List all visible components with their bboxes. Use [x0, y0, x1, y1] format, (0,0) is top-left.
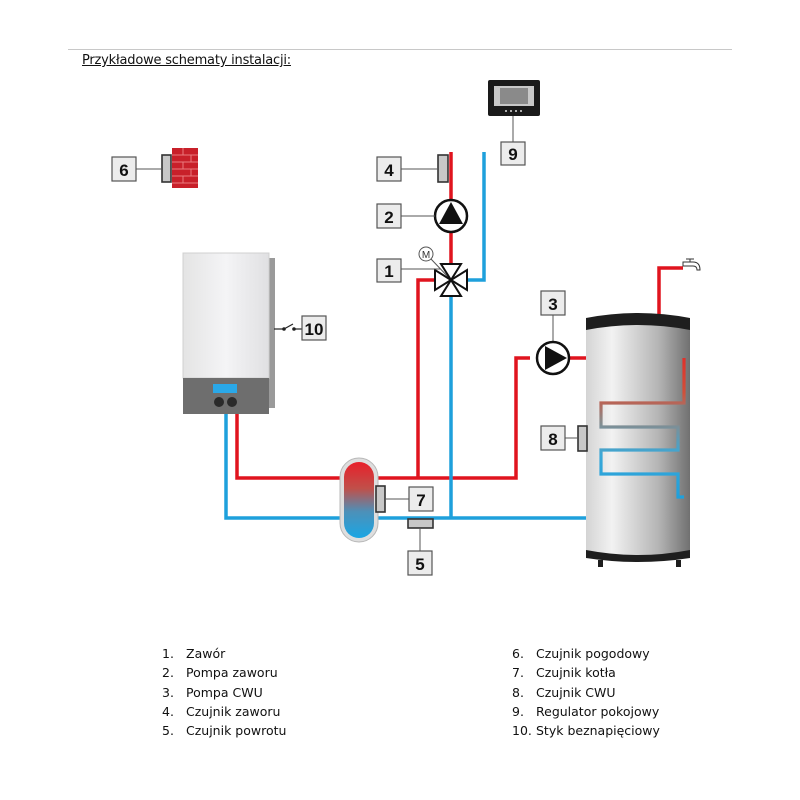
svg-text:5: 5 — [415, 555, 424, 574]
boiler-supply-pipe — [235, 356, 530, 480]
legend-item: 8.Czujnik CWU — [512, 685, 660, 704]
dhw-tank — [586, 313, 690, 567]
voltage-free-contact — [274, 323, 302, 331]
legend-text: Pompa CWU — [186, 684, 263, 700]
legend-text: Pompa zaworu — [186, 665, 278, 681]
hydraulic-buffer — [339, 457, 379, 543]
boiler — [182, 252, 275, 414]
dhw-sensor: 8 — [540, 425, 588, 452]
svg-text:10: 10 — [305, 320, 324, 339]
mixing-valve: M 1 — [376, 246, 468, 297]
svg-text:2: 2 — [384, 208, 393, 227]
water-tap-icon — [682, 258, 701, 271]
label-box-10: 10 — [301, 315, 327, 341]
valve-sensor: 4 — [376, 154, 449, 183]
legend-right: 6.Czujnik pogodowy 7.Czujnik kotła 8.Czu… — [512, 646, 660, 742]
room-regulator — [488, 80, 540, 142]
weather-sensor: 6 — [111, 148, 198, 188]
svg-text:3: 3 — [548, 295, 557, 314]
legend-item: 5.Czujnik powrotu — [162, 723, 286, 742]
svg-text:8: 8 — [548, 430, 557, 449]
svg-text:7: 7 — [416, 491, 425, 510]
top-divider — [68, 49, 732, 50]
legend-text: Czujnik zaworu — [186, 703, 281, 719]
legend-item: 4.Czujnik zaworu — [162, 704, 286, 723]
legend-item: 1.Zawór — [162, 646, 286, 665]
svg-text:1: 1 — [384, 262, 393, 281]
svg-text:6: 6 — [119, 161, 128, 180]
return-sensor: 5 — [407, 518, 434, 576]
legend-text: Czujnik kotła — [536, 665, 616, 681]
installation-diagram: 9 4 2 M 1 — [111, 80, 701, 576]
legend-item: 6.Czujnik pogodowy — [512, 646, 660, 665]
dhw-outlet-pipe — [657, 266, 683, 318]
dhw-coil — [599, 358, 686, 499]
page-heading: Przykładowe schematy instalacji: — [82, 53, 291, 68]
legend-item: 2.Pompa zaworu — [162, 665, 286, 684]
boiler-return-pipe — [224, 412, 345, 520]
legend-item: 9.Regulator pokojowy — [512, 704, 660, 723]
legend-item: 10.Styk beznapięciowy — [512, 723, 660, 742]
legend-text: Czujnik pogodowy — [536, 646, 650, 661]
valve-feed-pipe — [416, 278, 438, 478]
label-box-9: 9 — [500, 141, 526, 166]
dhw-pump: 3 — [535, 290, 571, 376]
legend-text: Styk beznapięciowy — [536, 723, 660, 739]
legend-item: 7.Czujnik kotła — [512, 665, 660, 684]
svg-text:4: 4 — [384, 161, 394, 180]
legend-text: Regulator pokojowy — [536, 703, 660, 719]
svg-text:M: M — [422, 250, 430, 261]
svg-text:9: 9 — [508, 145, 517, 164]
legend-text: Zawór — [186, 646, 226, 661]
boiler-sensor: 7 — [375, 485, 434, 513]
valve-pump: 2 — [376, 198, 469, 234]
legend-text: Czujnik CWU — [536, 684, 616, 700]
regulator-return-pipe — [465, 152, 486, 282]
legend-left: 1.Zawór 2.Pompa zaworu 3.Pompa CWU 4.Czu… — [162, 646, 286, 742]
legend-item: 3.Pompa CWU — [162, 685, 286, 704]
legend-text: Czujnik powrotu — [186, 723, 287, 739]
